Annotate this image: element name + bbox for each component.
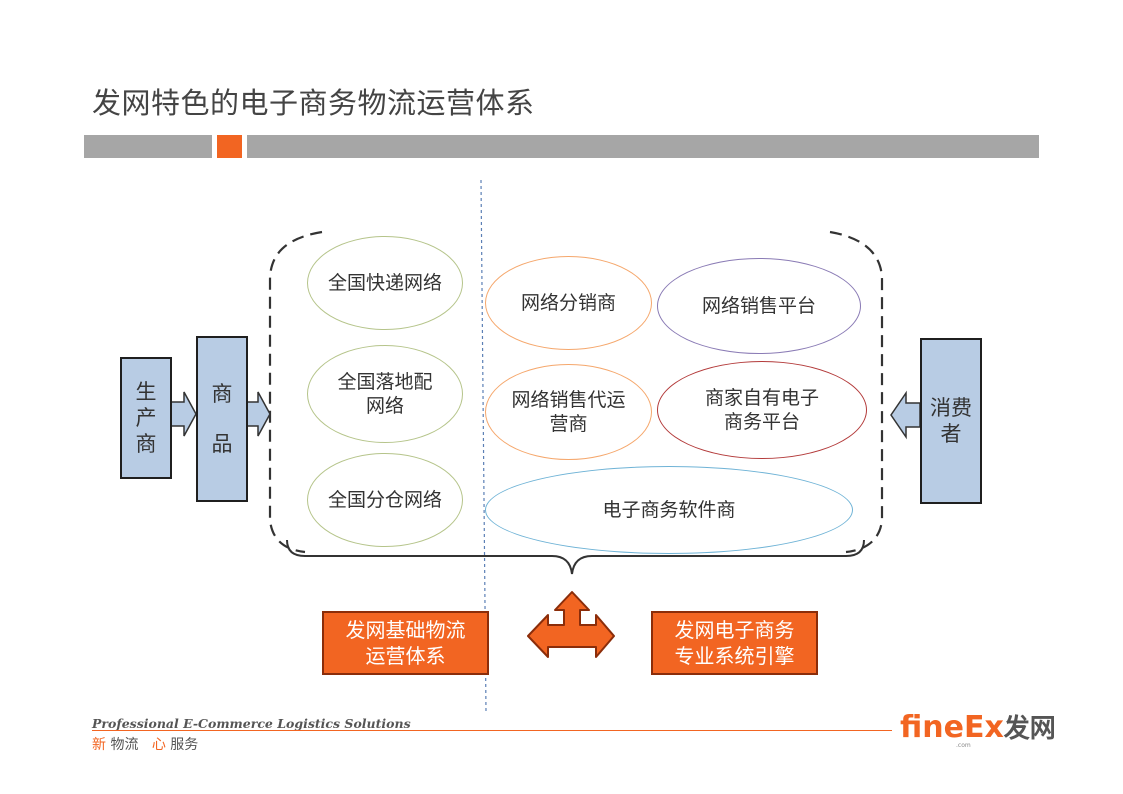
right-dashed-bracket (829, 230, 884, 554)
footer-heart: 心 (151, 737, 166, 753)
ecommerce-engine-box: 发网电子商务 专业系统引擎 (651, 611, 818, 675)
footer-new: 新 (92, 737, 106, 753)
header-bar-accent (217, 135, 242, 158)
logistics-system-line-1: 发网基础物流 (345, 618, 466, 642)
footer-divider (92, 730, 892, 731)
consumer-line-2: 者 (940, 422, 962, 446)
left-dashed-bracket (268, 230, 323, 554)
footer-service: 服务 (170, 737, 199, 753)
footer-slogan-en: Professional E-Commerce Logistics Soluti… (92, 716, 411, 731)
ecom-own-platform-line-1: 商家自有电子 (704, 387, 819, 409)
header-bar-left (84, 135, 212, 158)
network-express: 全国快递网络 (307, 236, 463, 330)
consumer-line-1: 消费 (930, 396, 972, 420)
network-express-label: 全国快递网络 (327, 272, 442, 294)
header-bar-right (247, 135, 1039, 158)
logistics-system-box: 发网基础物流 运营体系 (322, 611, 489, 675)
network-warehouse-label: 全国分仓网络 (327, 489, 442, 511)
ecommerce-engine-line-2: 专业系统引擎 (674, 644, 795, 668)
ecom-own-platform-line-2: 商务平台 (723, 411, 800, 433)
producer-box: 生 产 商 (120, 357, 172, 479)
ecom-distributor: 网络分销商 (485, 256, 652, 350)
ecom-distributor-label: 网络分销商 (520, 292, 616, 314)
logo-cn: 发网 (1003, 714, 1056, 744)
arrow-producer-to-goods (169, 391, 197, 437)
ecom-software: 电子商务软件商 (485, 466, 853, 554)
goods-char-1: 商 (211, 382, 233, 406)
ecom-operator-line-2: 营商 (549, 413, 588, 435)
logo-ex: Ex (963, 710, 1004, 745)
footer-slogan-zh: 新 物流 心 服务 (92, 734, 198, 754)
network-last-mile-line-2: 网络 (365, 395, 404, 417)
goods-box: 商 品 (196, 336, 248, 502)
consumer-box: 消费 者 (920, 338, 982, 504)
ecom-platform: 网络销售平台 (657, 258, 861, 354)
logistics-system-line-2: 运营体系 (365, 644, 446, 668)
goods-char-2: 品 (211, 432, 233, 456)
producer-char-1: 生 (135, 380, 157, 404)
network-warehouse: 全国分仓网络 (307, 453, 463, 547)
network-last-mile-line-1: 全国落地配 (337, 371, 433, 393)
ecommerce-engine-line-1: 发网电子商务 (674, 618, 795, 642)
footer-logistics: 物流 (110, 737, 139, 753)
bottom-curly-brace (286, 539, 865, 575)
producer-char-2: 产 (135, 406, 157, 430)
ecom-platform-label: 网络销售平台 (701, 295, 816, 317)
ecom-own-platform: 商家自有电子 商务平台 (657, 361, 867, 459)
finex-logo: fineEx发网 .com (900, 708, 1056, 749)
logo-fine: fine (900, 710, 964, 745)
arrow-consumer (890, 390, 921, 440)
page-title: 发网特色的电子商务物流运营体系 (92, 86, 535, 120)
logo-com: .com (956, 742, 971, 749)
network-last-mile: 全国落地配 网络 (307, 345, 463, 443)
producer-char-3: 商 (135, 432, 157, 456)
tri-direction-arrow (527, 591, 615, 658)
center-divider (480, 179, 487, 713)
ecom-software-label: 电子商务软件商 (602, 499, 736, 521)
ecom-operator: 网络销售代运 营商 (485, 364, 652, 460)
ecom-operator-line-1: 网络销售代运 (511, 389, 626, 411)
